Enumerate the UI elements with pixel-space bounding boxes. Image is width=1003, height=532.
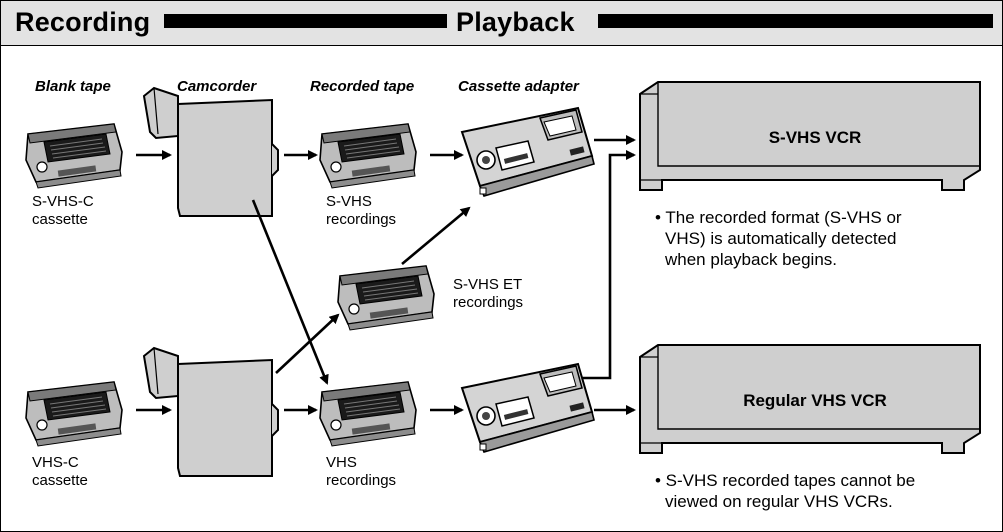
svhs-note-line3: when playback begins. <box>665 250 838 269</box>
vhs-recordings-caption-line1: VHS <box>326 454 357 471</box>
regular-note-line1: • S-VHS recorded tapes cannot be <box>655 471 916 490</box>
svhsc-caption-line2: cassette <box>32 211 88 228</box>
playback-heading: Playback <box>456 7 575 37</box>
svhs-note-line2: VHS) is automatically detected <box>665 229 897 248</box>
bottom-cassette-adapter-icon <box>461 363 595 453</box>
svhsc-cassette-icon <box>25 123 123 189</box>
blank-tape-heading: Blank tape <box>35 78 111 95</box>
svhsc-caption-line1: S-VHS-C <box>32 193 94 210</box>
flow-arrows <box>136 135 636 415</box>
svhset-recorded-tape-icon <box>337 265 435 331</box>
svhs-note-line1: • The recorded format (S-VHS or <box>655 208 902 227</box>
svhs-recordings-caption-line1: S-VHS <box>326 193 372 210</box>
top-camcorder-icon <box>143 87 279 217</box>
arrow-bottom-adapter-to-svhs-vcr <box>582 150 636 380</box>
arrow-top-camcorder-to-vhs <box>251 199 329 385</box>
header-rule-right <box>598 14 993 28</box>
svhs-recorded-tape-icon <box>319 123 417 189</box>
regular-note-line2: viewed on regular VHS VCRs. <box>665 492 893 511</box>
vhs-recordings-caption-line2: recordings <box>326 472 397 489</box>
header-rule-left <box>164 14 447 28</box>
header-bar: Recording Playback <box>1 1 1002 46</box>
bottom-camcorder-icon <box>143 347 279 477</box>
camcorder-heading: Camcorder <box>177 78 257 95</box>
svhs-vcr-label: S-VHS VCR <box>768 128 862 147</box>
svhset-caption-line1: S-VHS ET <box>453 276 523 293</box>
recorded-tape-heading: Recorded tape <box>310 78 415 95</box>
svhs-recordings-caption-line2: recordings <box>326 211 397 228</box>
vhs-recorded-tape-icon <box>319 381 417 447</box>
recording-heading: Recording <box>15 7 151 37</box>
vhsc-caption-line2: cassette <box>32 472 88 489</box>
svhset-caption-line2: recordings <box>453 294 524 311</box>
vhsc-caption-line1: VHS-C <box>32 454 79 471</box>
arrow-bottom-camcorder-to-svhset <box>275 313 340 374</box>
vhsc-cassette-icon <box>25 381 123 447</box>
top-cassette-adapter-icon <box>461 107 595 197</box>
cassette-adapter-heading: Cassette adapter <box>458 78 579 95</box>
arrow-svhset-to-adapter <box>401 206 471 265</box>
regular-vhs-vcr-label: Regular VHS VCR <box>743 391 887 410</box>
